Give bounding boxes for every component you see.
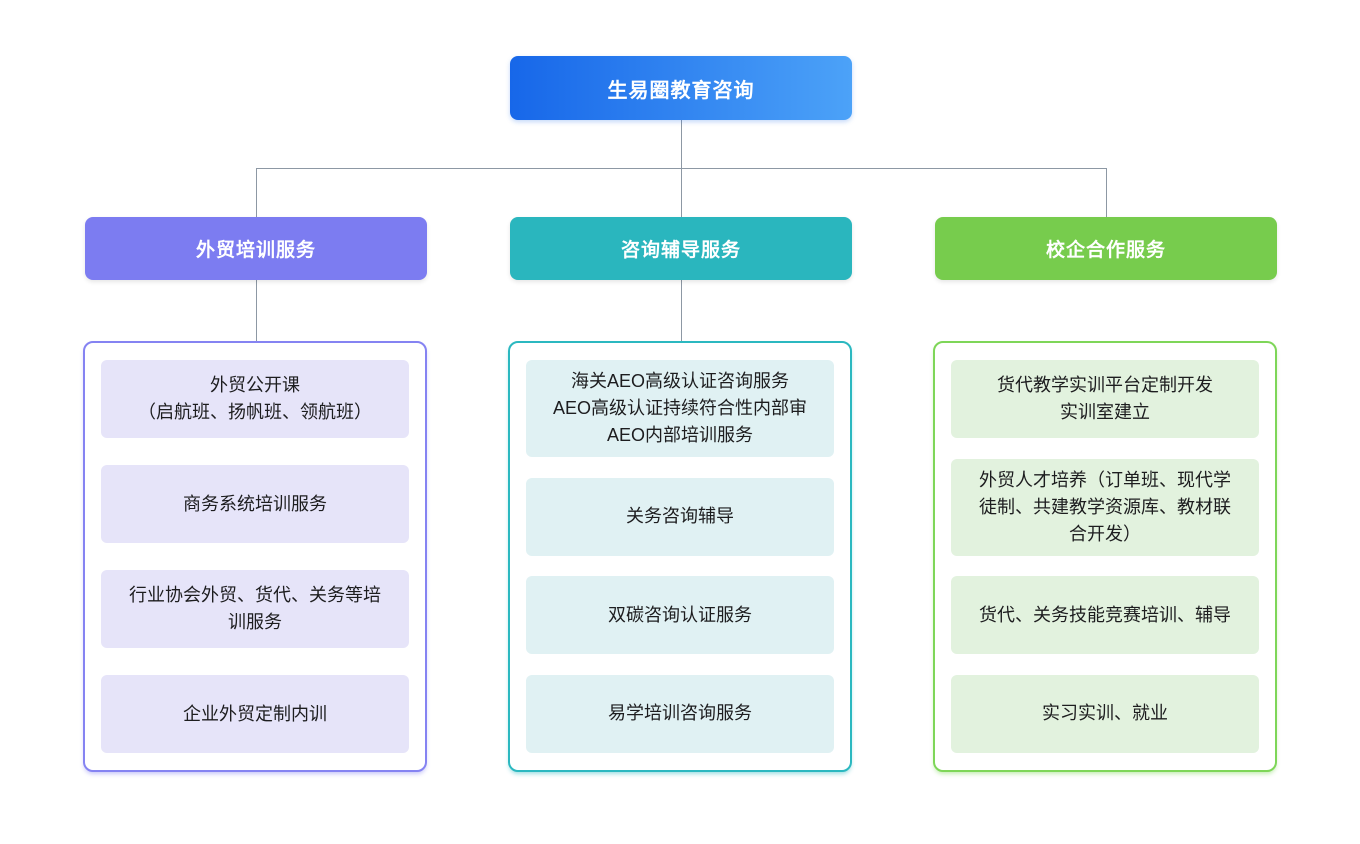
- branch-container-trade-training: 外贸公开课 （启航班、扬帆班、领航班） 商务系统培训服务 行业协会外贸、货代、关…: [83, 341, 427, 772]
- root-node: 生易圈教育咨询: [510, 56, 852, 120]
- chart-item: 实习实训、就业: [951, 674, 1259, 753]
- connector-branch-3-drop: [1106, 168, 1107, 217]
- branch-header-school-enterprise: 校企合作服务: [935, 217, 1277, 280]
- chart-item: 外贸公开课 （启航班、扬帆班、领航班）: [101, 360, 409, 438]
- branch-header-consulting: 咨询辅导服务: [510, 217, 852, 280]
- connector-branch-2-drop: [681, 168, 682, 217]
- chart-item: 企业外贸定制内训: [101, 675, 409, 753]
- chart-item: 外贸人才培养（订单班、现代学 徒制、共建教学资源库、教材联 合开发）: [951, 458, 1259, 556]
- connector-branch-2-to-box: [681, 280, 682, 341]
- connector-branch-1-to-box: [256, 280, 257, 341]
- branch-container-consulting: 海关AEO高级认证咨询服务 AEO高级认证持续符合性内部审 AEO内部培训服务 …: [508, 341, 852, 772]
- branch-container-school-enterprise: 货代教学实训平台定制开发 实训室建立 外贸人才培养（订单班、现代学 徒制、共建教…: [933, 341, 1277, 772]
- connector-root-drop: [681, 120, 682, 168]
- connector-branch-1-drop: [256, 168, 257, 217]
- chart-item: 商务系统培训服务: [101, 465, 409, 543]
- chart-item: 货代教学实训平台定制开发 实训室建立: [951, 360, 1259, 438]
- chart-item: 行业协会外贸、货代、关务等培 训服务: [101, 570, 409, 648]
- chart-item: 关务咨询辅导: [526, 477, 834, 556]
- chart-item: 双碳咨询认证服务: [526, 576, 834, 655]
- branch-header-trade-training: 外贸培训服务: [85, 217, 427, 280]
- chart-item: 易学培训咨询服务: [526, 674, 834, 753]
- chart-item: 海关AEO高级认证咨询服务 AEO高级认证持续符合性内部审 AEO内部培训服务: [526, 360, 834, 457]
- chart-item: 货代、关务技能竞赛培训、辅导: [951, 576, 1259, 655]
